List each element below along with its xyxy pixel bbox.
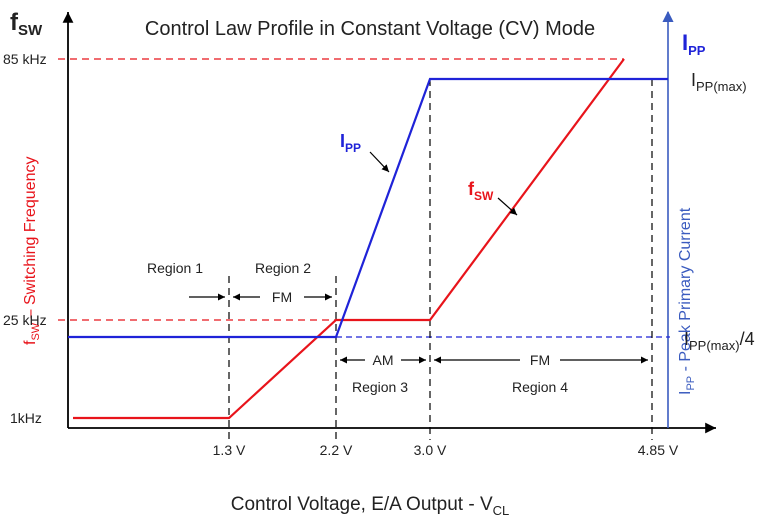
region1-label: Region 1 xyxy=(147,260,203,276)
ipp-max-label: IPP(max) xyxy=(691,70,747,94)
ipp-curve xyxy=(68,77,668,339)
fsw-curve-label: fSW xyxy=(468,179,494,203)
right-axis-symbol: IPP xyxy=(682,30,706,58)
left-axis-symbol: fSW xyxy=(10,9,43,39)
xtick-4p85: 4.85 V xyxy=(638,442,679,458)
ytick-25khz: 25 kHz xyxy=(3,312,47,328)
fsw-curve xyxy=(73,58,625,420)
region4-label: Region 4 xyxy=(512,379,568,395)
x-axis-title: Control Voltage, E/A Output - VCL xyxy=(231,494,510,518)
am-label: AM xyxy=(373,352,394,368)
fm-right-label: FM xyxy=(530,352,550,368)
region2-label: Region 2 xyxy=(255,260,311,276)
fsw-label-pointer xyxy=(497,197,518,216)
xtick-2p2: 2.2 V xyxy=(320,442,353,458)
ipp-label-pointer xyxy=(369,151,390,173)
xtick-1p3: 1.3 V xyxy=(213,442,246,458)
chart-title: Control Law Profile in Constant Voltage … xyxy=(145,18,595,40)
xtick-3p0: 3.0 V xyxy=(414,442,447,458)
fm-left-label: FM xyxy=(272,289,292,305)
ytick-1khz: 1kHz xyxy=(10,410,42,426)
ytick-85khz: 85 kHz xyxy=(3,51,47,67)
region3-label: Region 3 xyxy=(352,379,408,395)
right-axis-label: IPP - Peak Primary Current xyxy=(677,207,697,395)
ipp-curve-label: IPP xyxy=(340,131,361,155)
ipp-quarter-label: IPP(max)/4 xyxy=(684,329,755,353)
left-axis-label: fSW – Switching Frequency xyxy=(22,157,42,346)
